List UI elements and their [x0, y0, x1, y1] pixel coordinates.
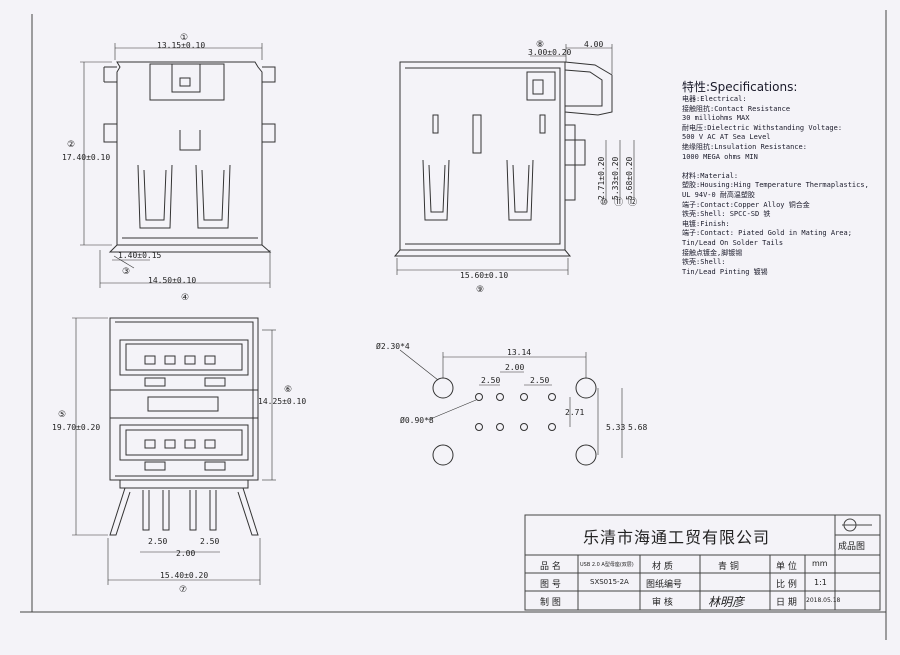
label-date: 日 期 [776, 598, 797, 608]
side-view-dimensions: 3.00±0.20 4.00 15.60±0.10 ⑧ ⑨ 2.71±0.20 … [460, 40, 637, 295]
label-material: 材 质 [652, 562, 673, 572]
value-unit: mm [812, 559, 828, 568]
dim-side-v1: 2.71±0.20 [597, 156, 606, 200]
spec-line: 电镀:Finish: [682, 219, 730, 228]
dim-pcb-pitch-1: 2.50 [481, 376, 500, 385]
dim-rear-pin-2: 2.50 [200, 537, 219, 546]
dim-rear-pin-mid: 2.00 [176, 549, 195, 558]
callout-7: ⑦ [179, 585, 187, 595]
front-view [80, 43, 276, 288]
value-material-copper: 青 铜 [718, 562, 739, 572]
spec-line: 铁壳:Shell: [682, 258, 726, 267]
company-name: 乐清市海通工贸有限公司 [583, 528, 771, 547]
dim-front-height: 17.40±0.10 [62, 153, 110, 162]
dim-rear-height-right: 14.25±0.10 [258, 397, 306, 406]
side-view [393, 44, 635, 275]
dim-front-tab: 1.40±0.15 [118, 251, 162, 260]
dim-pcb-v3: 5.68 [628, 423, 647, 432]
spec-line: 端子:Contact:Copper Alloy 铜合金 [682, 200, 810, 209]
spec-line: 接触阻抗:Contact Resistance [682, 104, 791, 113]
label-paper-no: 图纸编号 [646, 580, 683, 590]
callout-10: ⑩ [600, 198, 608, 208]
spec-line: 端子:Contact: Piated Gold in Mating Area; [682, 229, 852, 238]
dim-pcb-small-hole: Ø0.90*8 [400, 415, 434, 425]
spec-line: 30 milliohms MAX [682, 114, 750, 123]
dim-front-width-top: 13.15±0.10 [157, 41, 205, 50]
spec-line: 耐电压:Dielectric Withstanding Voltage: [682, 123, 843, 132]
dim-rear-pin-1: 2.50 [148, 537, 167, 546]
spec-line: 塑胶:Housing:Hing Temperature Thermaplasti… [682, 181, 869, 190]
dim-pcb-span: 13.14 [507, 348, 531, 357]
spec-line: Tin/Lead On Solder Tails [682, 238, 784, 247]
value-date: 2018.05.18 [806, 597, 841, 604]
value-drawing-no: SXS015-2A [590, 578, 629, 586]
pcb-layout-dimensions: Ø2.30*4 Ø0.90*8 13.14 2.00 2.50 2.50 2.7… [376, 341, 647, 432]
callout-2: ② [67, 140, 75, 150]
approval-stamp: 成品图 [838, 542, 866, 552]
dim-front-width-bottom: 14.50±0.10 [148, 276, 196, 285]
spec-line [682, 162, 897, 172]
spec-line: 绝缘阻抗:Lnsulation Resistance: [682, 142, 807, 151]
label-product-name: 品 名 [540, 562, 561, 572]
dim-side-bottom: 15.60±0.10 [460, 271, 508, 280]
dim-rear-height: 19.70±0.20 [52, 423, 100, 432]
spec-line: 铁壳:Shell: SPCC-SD 铁 [682, 210, 771, 219]
spec-line: UL 94V-0 耐高温塑胶 [682, 190, 755, 199]
specifications-title: 特性:Specifications: [682, 80, 798, 94]
pcb-layout [399, 349, 623, 466]
front-view-dimensions: 13.15±0.10 17.40±0.10 1.40±0.15 14.50±0.… [62, 33, 205, 303]
dim-side-v3: 5.68±0.20 [625, 156, 634, 200]
dim-rear-width: 15.40±0.20 [160, 571, 208, 580]
dim-pcb-mid: 2.00 [505, 363, 524, 372]
specifications-block: 特性:Specifications: 电器:Electrical: 接触阻抗:C… [682, 80, 897, 277]
callout-8: ⑧ [536, 40, 544, 50]
label-unit: 单 位 [776, 562, 797, 572]
label-ratio: 比 例 [776, 580, 797, 590]
dim-pcb-v2: 5.33 [606, 423, 625, 432]
label-draw: 制 图 [540, 598, 561, 608]
dim-pcb-v1: 2.71 [565, 408, 584, 417]
label-review: 审 核 [652, 598, 673, 608]
review-signature: 林明彦 [708, 595, 745, 609]
spec-line: 1000 MEGA ohms MIN [682, 152, 758, 161]
spec-line: 500 V AC AT Sea Level [682, 133, 771, 142]
dim-side-v2: 5.33±0.20 [611, 156, 620, 200]
spec-line: 接触点镀金,脚镀锡 [682, 248, 743, 257]
dim-side-top-right: 4.00 [584, 40, 603, 49]
callout-3: ③ [122, 267, 130, 277]
dim-side-top-small: 3.00±0.20 [528, 48, 572, 57]
callout-11: ⑪ [614, 197, 623, 208]
rear-view-dimensions: 19.70±0.20 14.25±0.10 2.50 2.50 2.00 15.… [52, 385, 306, 595]
dim-pcb-big-hole: Ø2.30*4 [376, 341, 410, 351]
callout-1: ① [180, 33, 188, 43]
value-product-name: USB 2.0 A型母座(双层) [580, 562, 634, 568]
callout-5: ⑤ [58, 410, 66, 420]
callout-12: ⑫ [628, 197, 637, 208]
spec-line: 材料:Material: [682, 171, 739, 180]
dim-pcb-pitch-2: 2.50 [530, 376, 549, 385]
callout-4: ④ [181, 293, 189, 303]
callout-9: ⑨ [476, 285, 484, 295]
label-drawing-no: 图 号 [540, 580, 561, 590]
value-ratio: 1:1 [814, 578, 827, 587]
title-block-grid [524, 514, 881, 611]
rear-view [72, 317, 276, 585]
specifications-lines: 电器:Electrical: 接触阻抗:Contact Resistance 3… [682, 95, 897, 277]
callout-6: ⑥ [284, 385, 292, 395]
spec-line: Tin/Lead Pinting 镀锡 [682, 267, 768, 276]
spec-line: 电器:Electrical: [682, 95, 747, 103]
